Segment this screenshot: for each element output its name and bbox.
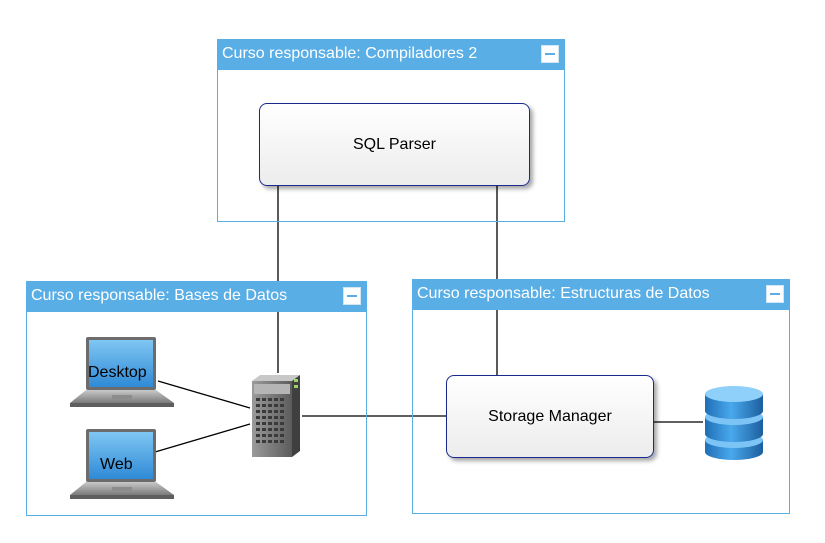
database-icon[interactable] (701, 384, 767, 462)
edge-desktop-server (157, 380, 251, 409)
container-header: Curso responsable: Compiladores 2 (218, 40, 564, 70)
container-compiladores[interactable]: Curso responsable: Compiladores 2 (217, 39, 565, 222)
container-bases-de-datos[interactable]: Curso responsable: Bases de Datos (26, 281, 367, 516)
container-title: Curso responsable: Bases de Datos (31, 287, 288, 304)
collapse-icon[interactable] (766, 285, 784, 303)
container-title: Curso responsable: Compiladores 2 (222, 45, 478, 62)
laptop-icon[interactable] (68, 337, 176, 409)
container-title: Curso responsable: Estructuras de Datos (417, 285, 710, 302)
container-estructuras-de-datos[interactable]: Curso responsable: Estructuras de Datos (412, 279, 790, 514)
server-icon[interactable] (248, 373, 304, 459)
desktop-label: Desktop (88, 364, 147, 381)
sql-parser-node[interactable]: SQL Parser (259, 103, 530, 186)
node-label: Storage Manager (488, 407, 612, 425)
edge-web-server (154, 423, 251, 453)
collapse-icon[interactable] (343, 287, 361, 305)
container-header: Curso responsable: Bases de Datos (27, 282, 366, 312)
node-label: SQL Parser (353, 135, 436, 153)
storage-manager-node[interactable]: Storage Manager (446, 375, 654, 458)
web-label: Web (100, 456, 133, 473)
collapse-icon[interactable] (541, 45, 559, 63)
laptop-icon[interactable] (68, 429, 176, 501)
container-header: Curso responsable: Estructuras de Datos (413, 280, 789, 310)
